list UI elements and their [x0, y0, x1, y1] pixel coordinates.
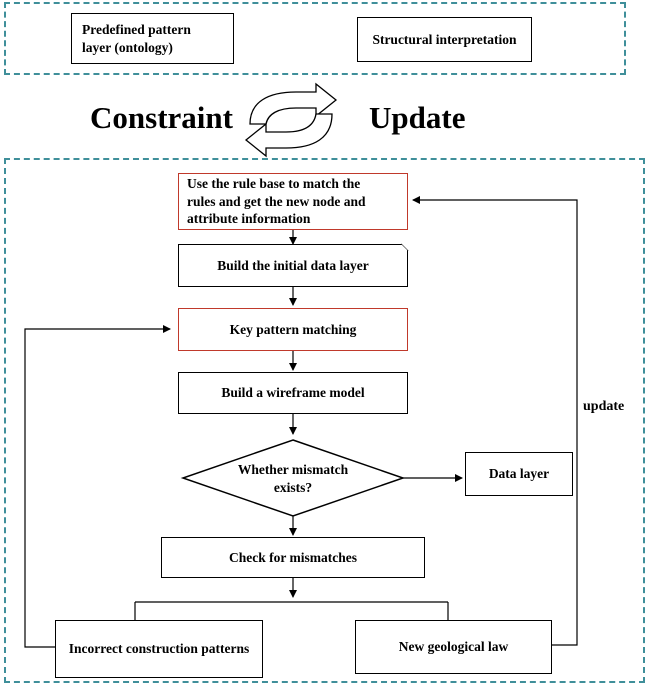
initial-data-layer-box: Build the initial data layer — [178, 244, 408, 287]
constraint-label: Constraint — [90, 100, 233, 135]
bottom-frame — [4, 158, 645, 683]
rule-base-text: Use the rule base to match the rules and… — [187, 176, 366, 227]
key-pattern-text: Key pattern matching — [229, 321, 357, 337]
wireframe-text: Build a wireframe model — [221, 385, 365, 401]
wireframe-box: Build a wireframe model — [178, 372, 408, 414]
pattern-layer-text: Predefined pattern layer (ontology) — [82, 21, 191, 55]
incorrect-patterns-box: Incorrect construction patterns — [55, 620, 263, 678]
pattern-layer-box: Predefined pattern layer (ontology) — [71, 13, 234, 64]
cycle-arrows-icon — [244, 82, 338, 158]
update-label: Update — [369, 100, 466, 135]
key-pattern-box: Key pattern matching — [178, 308, 408, 351]
rule-base-box: Use the rule base to match the rules and… — [178, 173, 408, 230]
data-layer-text: Data layer — [488, 466, 550, 482]
structural-interpretation-text: Structural interpretation — [372, 31, 517, 47]
decision-text: Whether mismatch exists? — [237, 462, 349, 495]
check-mismatches-box: Check for mismatches — [161, 537, 425, 578]
check-mismatches-text: Check for mismatches — [229, 549, 357, 565]
structural-interpretation-box: Structural interpretation — [357, 17, 532, 62]
update-loop-label: update — [583, 399, 625, 414]
geological-law-box: New geological law — [355, 620, 552, 674]
data-layer-box: Data layer — [465, 452, 573, 496]
top-frame — [4, 2, 626, 75]
initial-data-layer-text: Build the initial data layer — [217, 257, 369, 273]
incorrect-patterns-text: Incorrect construction patterns — [68, 641, 250, 657]
geological-law-text: New geological law — [398, 639, 509, 655]
decision-diamond — [180, 439, 406, 517]
